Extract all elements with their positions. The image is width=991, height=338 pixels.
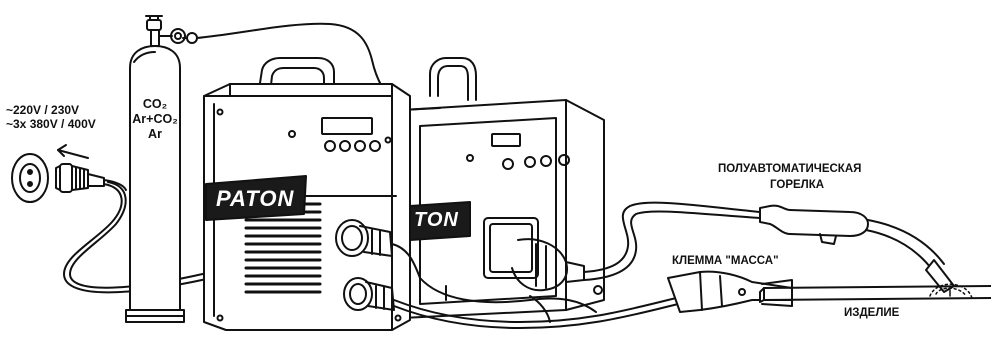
arrow-left-icon xyxy=(58,145,88,158)
brand-logo-rear: TON xyxy=(414,210,459,230)
power-voltage-single-phase: ~220V / 230V xyxy=(6,104,79,116)
workpiece-icon xyxy=(760,286,991,302)
ground-clamp-label: КЛЕММА "МАССА" xyxy=(672,256,779,268)
torch-label-line2: ГОРЕЛКА xyxy=(770,180,824,192)
workpiece-label: ИЗДЕЛИЕ xyxy=(844,308,899,320)
wall-socket-icon xyxy=(12,154,48,202)
gas-cylinder-icon xyxy=(126,16,197,322)
wire-feeder-unit xyxy=(402,58,604,318)
gas-type-co2: CO₂ xyxy=(138,98,172,111)
gas-type-mix: Ar+CO₂ xyxy=(128,113,182,126)
gas-type-argon: Ar xyxy=(138,128,172,141)
power-voltage-three-phase: ~3x 380V / 400V xyxy=(6,118,96,130)
ground-clamp-icon xyxy=(668,272,792,312)
brand-logo-front: PATON xyxy=(216,188,294,210)
torch-label-line1: ПОЛУАВТОМАТИЧЕСКАЯ xyxy=(718,164,861,176)
